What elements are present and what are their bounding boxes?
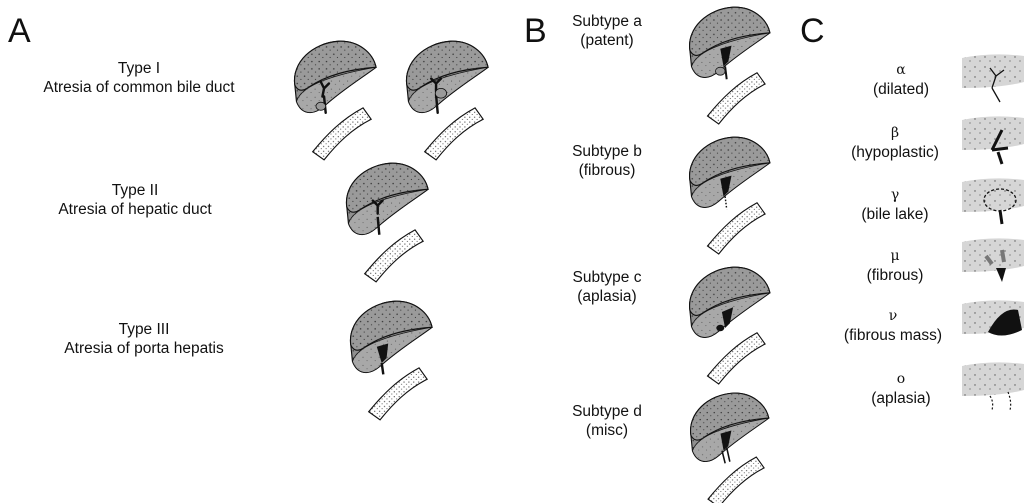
type-iii-title: Type III (44, 320, 244, 339)
subtype-d-desc: (misc) (557, 421, 657, 440)
panel-letter-b: B (524, 14, 547, 48)
variant-gamma-label: γ (bile lake) (820, 186, 970, 224)
subtype-c-title: Subtype c (557, 268, 657, 287)
subtype-b-desc: (fibrous) (557, 161, 657, 180)
type-iii-desc: Atresia of porta hepatis (44, 339, 244, 358)
variant-alpha-thumbnail (962, 54, 1024, 104)
subtype-d-liver-illustration (670, 390, 785, 503)
variant-beta-thumbnail (962, 116, 1024, 166)
variant-alpha-label: α (dilated) (826, 61, 976, 99)
subtype-d-label: Subtype d (misc) (557, 402, 657, 440)
variant-o-thumbnail (962, 362, 1024, 412)
subtype-b-liver-illustration (670, 134, 785, 262)
subtype-a-liver-illustration (670, 4, 785, 132)
type-i-title: Type I (14, 59, 264, 78)
subtype-c-liver-illustration (670, 264, 785, 392)
variant-nu-thumbnail (962, 300, 1024, 352)
variant-alpha-symbol: α (826, 61, 976, 80)
variant-beta-label: β (hypoplastic) (820, 124, 970, 162)
type-i-liver-illustration-1 (278, 38, 388, 168)
type-i-liver-illustration-2 (390, 38, 500, 168)
type-ii-liver-illustration (330, 160, 440, 290)
type-iii-label: Type III Atresia of porta hepatis (44, 320, 244, 358)
type-iii-liver-illustration (334, 298, 444, 428)
subtype-a-title: Subtype a (557, 12, 657, 31)
variant-gamma-desc: (bile lake) (820, 205, 970, 224)
variant-gamma-symbol: γ (820, 186, 970, 205)
type-ii-desc: Atresia of hepatic duct (30, 200, 240, 219)
panel-letter-a: A (8, 14, 31, 48)
subtype-d-title: Subtype d (557, 402, 657, 421)
type-ii-label: Type II Atresia of hepatic duct (30, 181, 240, 219)
type-i-label: Type I Atresia of common bile duct (14, 59, 264, 97)
subtype-b-title: Subtype b (557, 142, 657, 161)
variant-mu-symbol: μ (820, 247, 970, 266)
subtype-a-desc: (patent) (557, 31, 657, 50)
variant-nu-symbol: ν (818, 307, 968, 326)
panel-letter-c: C (800, 14, 825, 48)
type-i-desc: Atresia of common bile duct (14, 78, 264, 97)
subtype-c-desc: (aplasia) (557, 287, 657, 306)
variant-o-label: o (aplasia) (826, 370, 976, 408)
variant-beta-symbol: β (820, 124, 970, 143)
type-ii-title: Type II (30, 181, 240, 200)
variant-mu-thumbnail (962, 238, 1024, 290)
variant-alpha-desc: (dilated) (826, 80, 976, 99)
variant-mu-desc: (fibrous) (820, 266, 970, 285)
variant-mu-label: μ (fibrous) (820, 247, 970, 285)
variant-nu-label: ν (fibrous mass) (818, 307, 968, 345)
variant-o-desc: (aplasia) (826, 389, 976, 408)
variant-beta-desc: (hypoplastic) (820, 143, 970, 162)
subtype-a-label: Subtype a (patent) (557, 12, 657, 50)
subtype-b-label: Subtype b (fibrous) (557, 142, 657, 180)
variant-gamma-thumbnail (962, 178, 1024, 228)
variant-o-symbol: o (826, 370, 976, 389)
variant-nu-desc: (fibrous mass) (818, 326, 968, 345)
subtype-c-label: Subtype c (aplasia) (557, 268, 657, 306)
